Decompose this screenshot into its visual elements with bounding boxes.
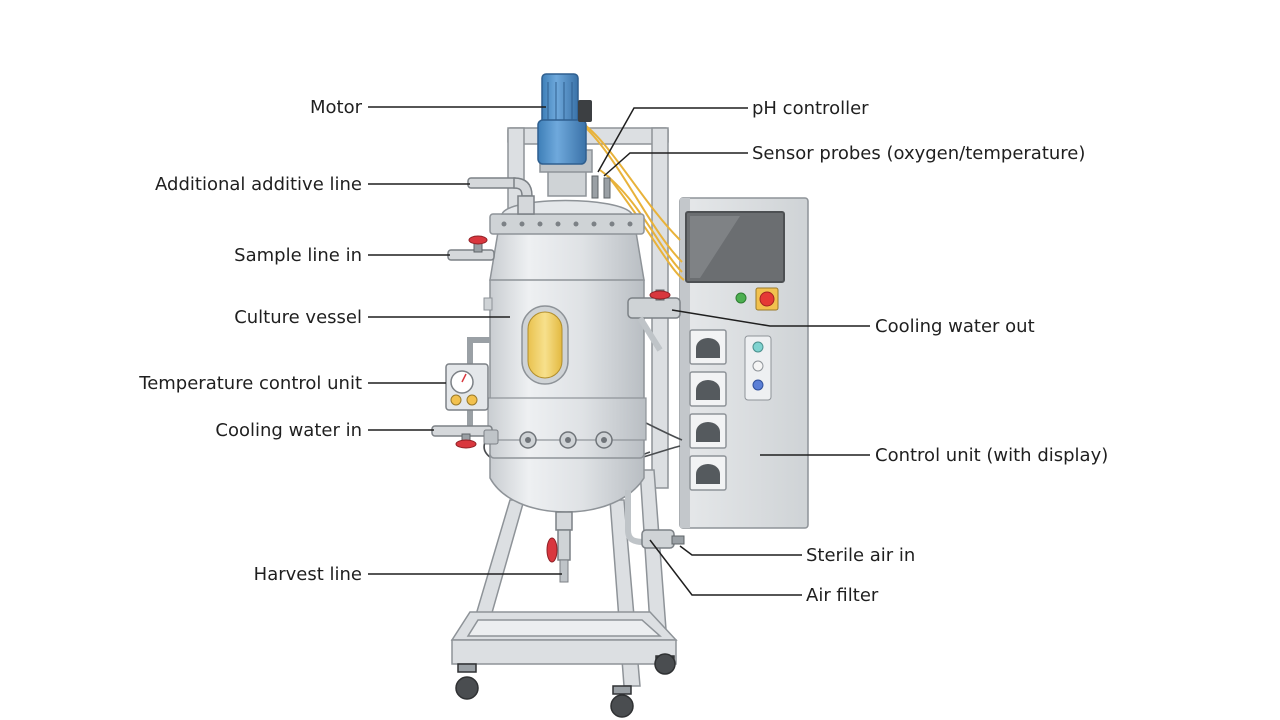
label-sensor-probes: Sensor probes (oxygen/temperature) [752,143,1085,164]
cooling-water-in-pipe [431,425,499,449]
culture-vessel [483,199,647,513]
label-ph-controller: pH controller [752,98,869,119]
harvest-line-pipe [546,511,573,583]
cooling-water-out-pipe [627,289,681,352]
sensor-wires [577,119,685,281]
support-frame [450,127,678,687]
sample-valve-handle [468,235,488,245]
label-temperature-control: Temperature control unit [138,373,362,394]
sensor-probes [591,175,611,199]
cooling-in-valve-handle [455,439,477,449]
caster-wheels [455,653,676,718]
motor [537,73,593,197]
leader-lines [368,106,870,596]
label-harvest-line: Harvest line [254,564,362,585]
label-motor: Motor [310,97,363,118]
air-filter [625,490,685,549]
green-button [735,292,747,304]
harvest-valve-handle [546,537,558,563]
label-air-filter: Air filter [806,585,879,606]
label-sterile-air: Sterile air in [806,545,915,566]
label-cooling-water-in: Cooling water in [215,420,362,441]
cooling-out-valve-handle [649,290,671,300]
label-additive-line: Additional additive line [155,174,362,195]
labels: Motor Additional additive line Sample li… [138,97,1108,606]
label-culture-vessel: Culture vessel [234,307,362,328]
sample-line-pipe [447,235,495,261]
additive-line-pipe [467,177,535,215]
emergency-stop-button [759,291,775,307]
control-unit [679,197,809,529]
label-control-unit: Control unit (with display) [875,445,1108,466]
temperature-control-unit [445,337,490,430]
sight-glass [527,311,563,379]
label-cooling-water-out: Cooling water out [875,316,1035,337]
label-sample-line: Sample line in [234,245,362,266]
